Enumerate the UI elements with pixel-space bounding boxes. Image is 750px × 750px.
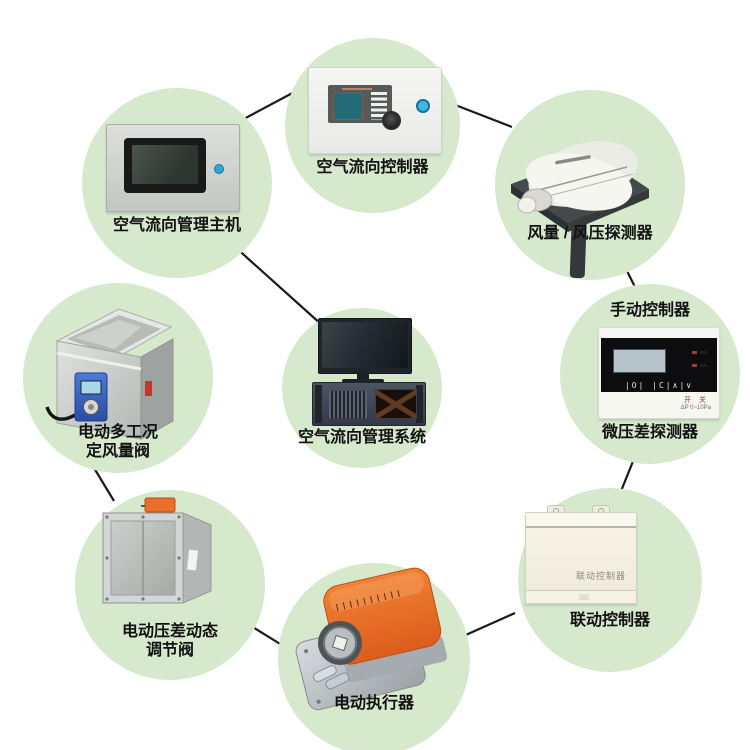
- actuator-device-image: [295, 567, 447, 711]
- controller-blue-button: [416, 99, 430, 113]
- system-monitor-base: [342, 379, 384, 383]
- pressure-indicator-1: [692, 351, 707, 354]
- system-monitor: [318, 318, 412, 374]
- controller-device-image: [308, 67, 442, 154]
- linkage-printed-text: 联动控制器: [575, 571, 626, 581]
- label-dyn-valve-line2: 调节阀: [145, 642, 194, 659]
- label-actuator: 电动执行器: [333, 695, 414, 712]
- system-rack-pc: [312, 382, 426, 426]
- label-wind-sensor: 风量 / 风压探测器: [527, 225, 653, 242]
- system-monitor-stand: [357, 372, 369, 380]
- controller-display-module: [328, 85, 392, 123]
- host-screen: [124, 138, 206, 193]
- pressure-switch-text: 开 关: [684, 397, 709, 404]
- label-micro-pressure-detector: 微压差探测器: [601, 424, 698, 441]
- pressure-indicator-2: [692, 364, 707, 367]
- controller-buzzer: [382, 111, 401, 130]
- node-pressure-detector: 手动控制器 |O| |C|∧|∨ 开 关 ΔP 0~10Pa 微压差探测器: [560, 284, 740, 464]
- pressure-lcd: [613, 349, 666, 373]
- host-device-image: [106, 124, 240, 212]
- rack-window: [375, 389, 417, 419]
- rack-right-ear: [416, 385, 423, 423]
- controller-screen: [333, 93, 363, 120]
- host-power-led: [214, 164, 224, 174]
- linkage-top-band: [526, 513, 636, 528]
- label-management-system: 空气流向管理系统: [297, 429, 426, 446]
- label-linkage-controller: 联动控制器: [569, 612, 650, 629]
- pressure-button-symbols: |O| |C|∧|∨: [624, 381, 694, 390]
- node-management-system: 空气流向管理系统: [282, 308, 442, 468]
- label-cav-valve-line1: 电动多工况: [77, 424, 158, 441]
- node-cav-valve: 电动多工况 定风量阀: [23, 283, 213, 473]
- label-air-flow-controller: 空气流向控制器: [316, 159, 429, 176]
- linkage-bottom-band: [526, 590, 636, 603]
- rack-left-ear: [315, 385, 322, 423]
- wind-sensor-device-image: [511, 141, 649, 279]
- label-manual-controller: 手动控制器: [609, 302, 690, 319]
- node-linkage-controller: 联动控制器 联动控制器: [518, 488, 702, 672]
- label-cav-valve-line2: 定风量阀: [85, 443, 150, 460]
- node-dyn-valve: 电动压差动态 调节阀: [75, 490, 265, 680]
- label-air-flow-host: 空气流向管理主机: [112, 217, 241, 234]
- label-dyn-valve-line1: 电动压差动态: [121, 623, 218, 640]
- node-wind-sensor: 风量 / 风压探测器: [495, 90, 685, 280]
- node-actuator: 电动执行器: [278, 563, 470, 750]
- rack-vent-grille: [329, 391, 367, 418]
- controller-module-title-strip: [342, 88, 372, 90]
- pressure-front-panel: |O| |C|∧|∨: [601, 338, 717, 392]
- dyn-valve-device-image: [102, 497, 212, 604]
- pressure-device-image: |O| |C|∧|∨ 开 关 ΔP 0~10Pa: [598, 327, 720, 419]
- pressure-range-text: ΔP 0~10Pa: [680, 405, 711, 411]
- node-air-flow-host: 空气流向管理主机: [82, 88, 272, 278]
- linkage-device-image: 联动控制器: [525, 512, 637, 604]
- node-air-flow-controller: 空气流向控制器: [285, 38, 460, 213]
- cav-valve-device-image: [45, 308, 174, 440]
- controller-button-column: [371, 92, 387, 120]
